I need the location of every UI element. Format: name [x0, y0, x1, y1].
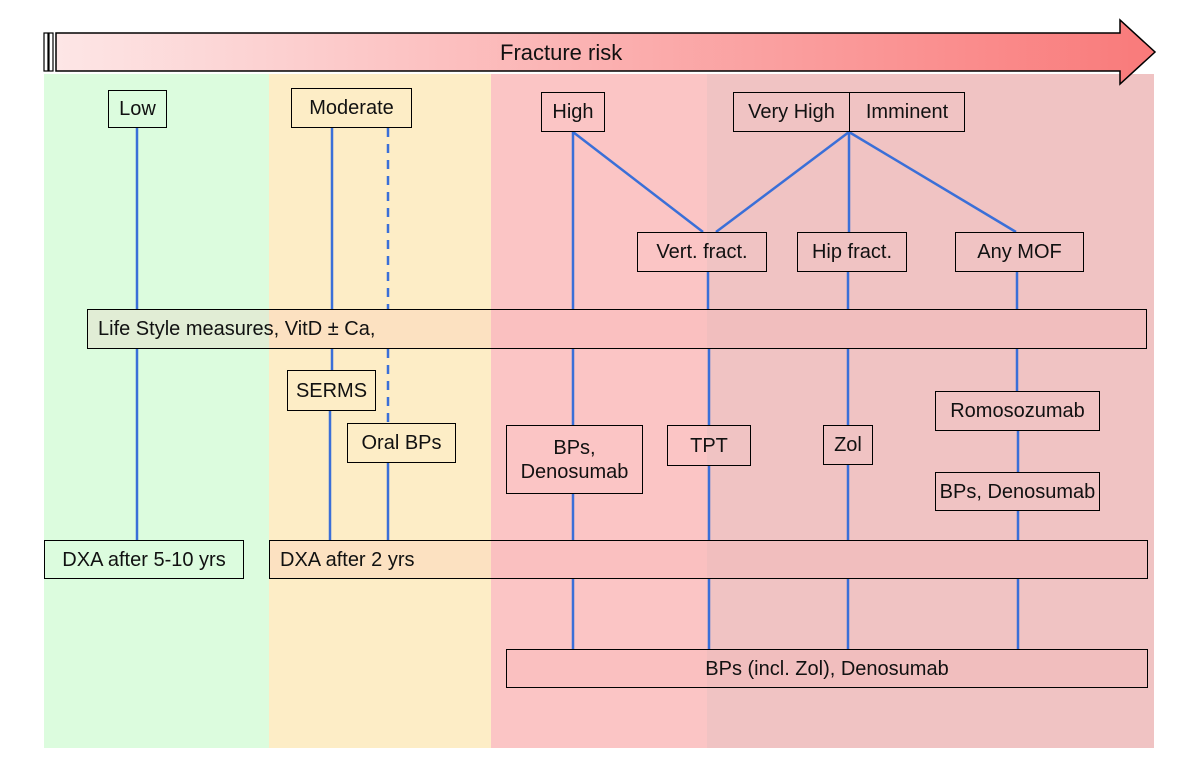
connector-veryhigh-mof	[848, 130, 1017, 234]
connector-high-vert	[572, 131, 704, 233]
oral-bps-box: Oral BPs	[347, 423, 456, 463]
connectors	[135, 128, 1020, 649]
low-risk-zone	[44, 74, 269, 748]
fracture-risk-label: Fracture risk	[500, 40, 623, 65]
vertebral-fracture-box: Vert. fract.	[637, 232, 767, 272]
tpt-box: TPT	[667, 425, 751, 466]
risk-high-box: High	[541, 92, 605, 132]
romosozumab-box: Romosozumab	[935, 391, 1100, 431]
dxa-2-yrs-bar: DXA after 2 yrs	[269, 540, 1148, 579]
any-mof-box: Any MOF	[955, 232, 1084, 272]
maintenance-therapy-box: BPs (incl. Zol), Denosumab	[506, 649, 1148, 688]
bps-denosumab-mof-box: BPs, Denosumab	[935, 472, 1100, 511]
bps-denosumab-line-2: Denosumab	[520, 460, 629, 483]
risk-imminent-box: Imminent	[849, 92, 965, 132]
risk-low-box: Low	[108, 90, 167, 128]
risk-moderate-box: Moderate	[291, 88, 412, 128]
dxa-5-10-yrs-box: DXA after 5-10 yrs	[44, 540, 244, 579]
bps-denosumab-line-1: BPs,	[553, 436, 596, 459]
bps-denosumab-box: BPs, Denosumab	[506, 425, 643, 494]
connector-veryhigh-vert	[715, 131, 850, 233]
very-high-risk-zone	[707, 74, 1154, 748]
serms-box: SERMS	[287, 370, 376, 411]
moderate-risk-zone	[269, 74, 491, 748]
zol-box: Zol	[823, 425, 873, 465]
hip-fracture-box: Hip fract.	[797, 232, 907, 272]
high-risk-zone	[491, 74, 707, 748]
fracture-risk-arrow	[43, 18, 1157, 86]
risk-very-high-box: Very High	[733, 92, 850, 132]
lifestyle-measures-bar: Life Style measures, VitD ± Ca,	[87, 309, 1147, 349]
